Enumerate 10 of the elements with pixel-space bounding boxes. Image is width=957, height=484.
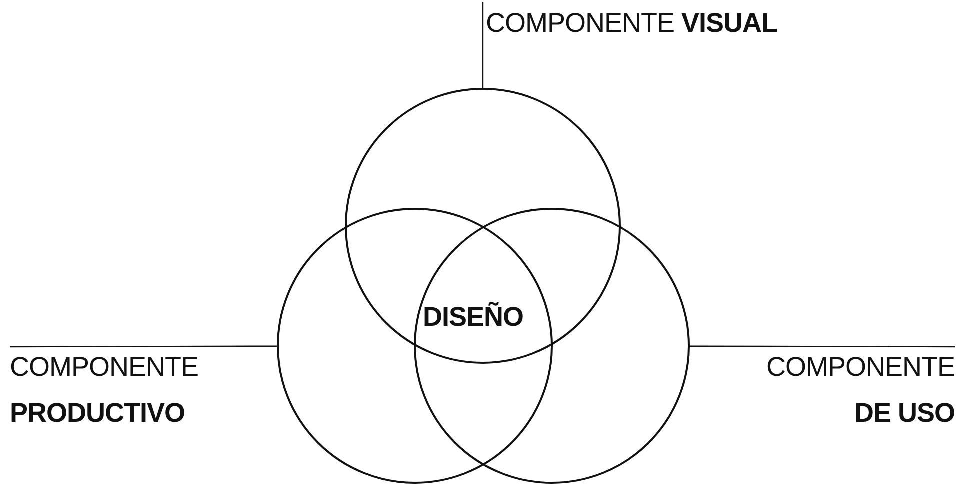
leader-line <box>10 346 277 348</box>
venn-circle <box>345 88 621 364</box>
leader-line <box>482 2 484 88</box>
venn-circle <box>414 208 690 484</box>
component-label: COMPONENTE DE USO <box>735 344 955 436</box>
leader-line <box>690 346 955 348</box>
venn-circle <box>277 208 553 484</box>
component-label: COMPONENTE PRODUCTIVO <box>10 344 225 436</box>
center-label: DISEÑO <box>423 301 524 334</box>
component-label: COMPONENTE VISUAL <box>486 0 816 46</box>
